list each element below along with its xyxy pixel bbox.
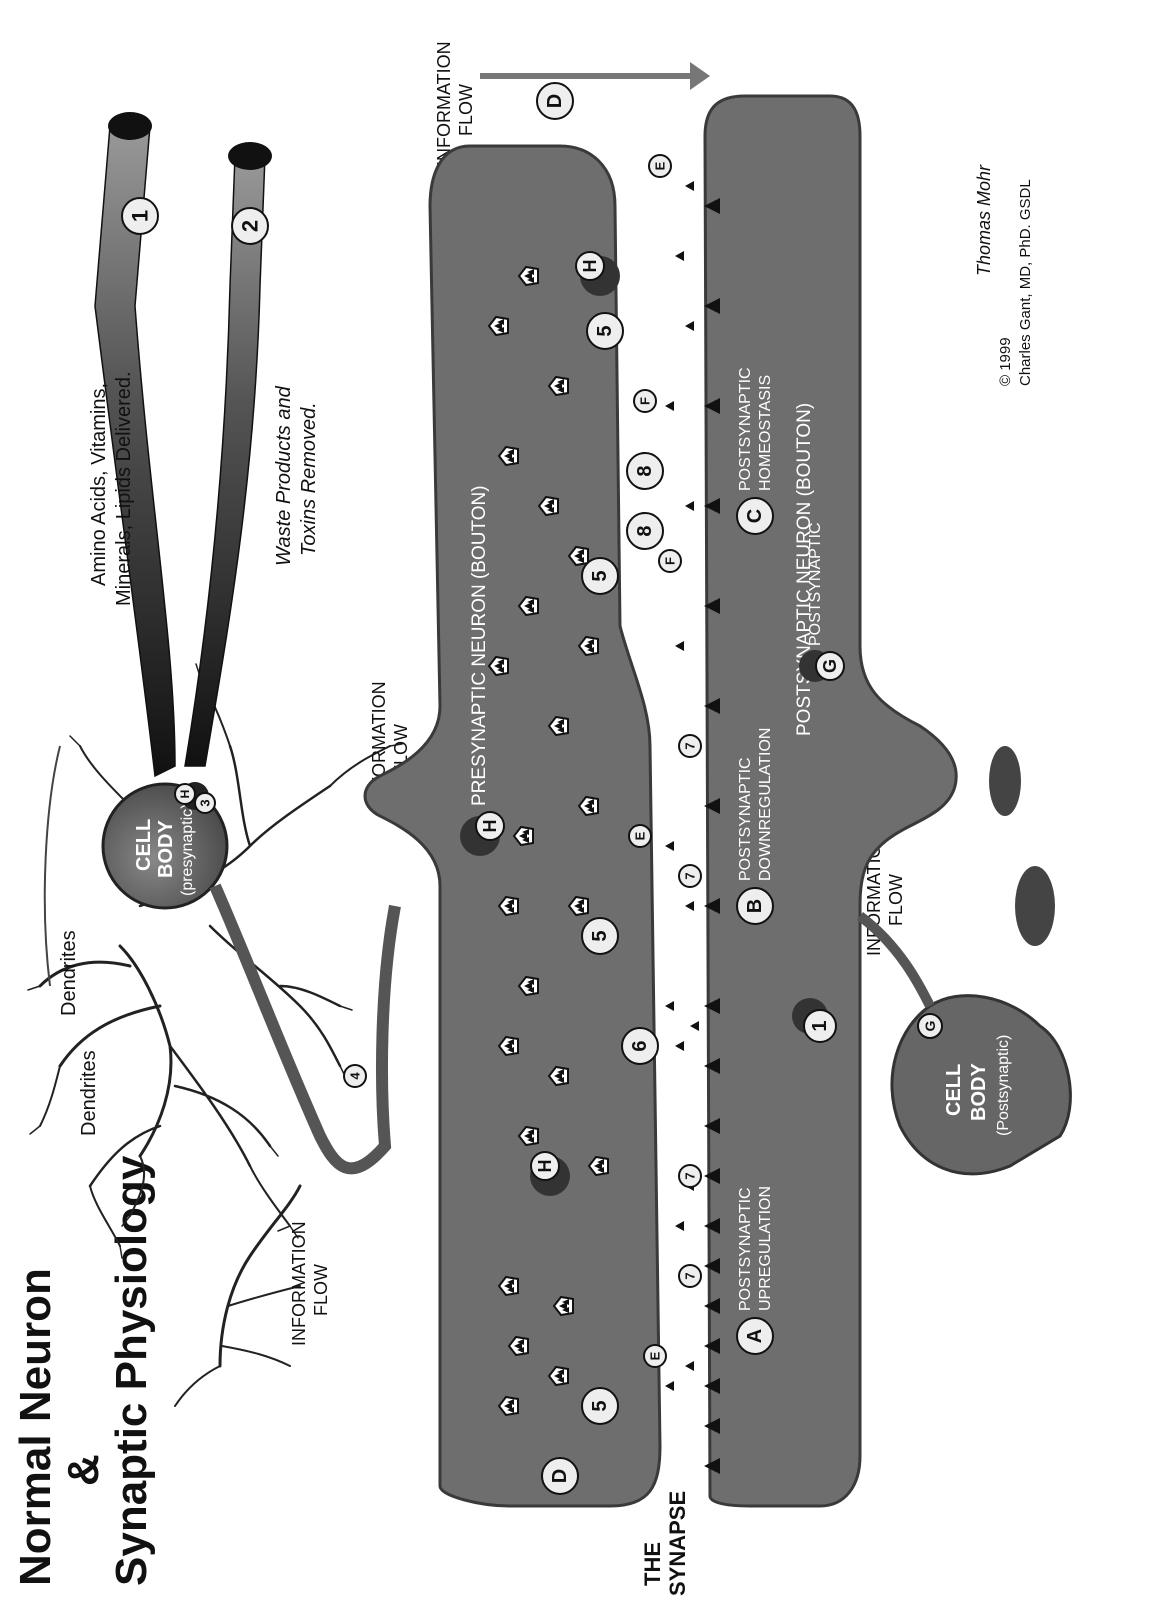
info-flow-1-l1: INFORMATION <box>289 1221 309 1346</box>
cell-body-pre-label-2: BODY <box>155 820 177 878</box>
neurotransmitter-molecules <box>665 181 699 1391</box>
waste-label-1: Waste Products and <box>273 385 295 566</box>
postsynaptic-dendrite-terminal-a <box>1015 866 1055 946</box>
cell-body-post-label-1: CELL <box>943 1064 965 1116</box>
marker-G-post-text: G <box>922 1020 938 1031</box>
title-ampersand: & <box>59 1454 108 1486</box>
label-B-1: POSTSYNAPTIC <box>737 757 754 881</box>
marker-7-d: 7 <box>683 742 698 749</box>
marker-D-left-text: D <box>549 1469 571 1483</box>
marker-8-a: 8 <box>634 525 656 536</box>
dendrites-left-label: Dendrites <box>78 1050 100 1136</box>
cell-body-post-label-2: BODY <box>968 1063 990 1121</box>
marker-B-text: B <box>744 899 766 913</box>
marker-7-a: 7 <box>683 1272 698 1279</box>
marker-7-c: 7 <box>683 872 698 879</box>
marker-C-text: C <box>744 509 766 523</box>
marker-5-c: 5 <box>589 570 611 581</box>
marker-F-b-text: F <box>638 397 653 405</box>
marker-F-a-text: F <box>663 557 678 565</box>
cell-body-post-label-3: (Postsynaptic) <box>995 1035 1012 1136</box>
title-line-3: Synaptic Physiology <box>107 1155 156 1586</box>
dendrites-top-label: Dendrites <box>58 930 80 1016</box>
label-A-2: UPREGULATION <box>757 1186 774 1311</box>
marker-3-text: 3 <box>198 799 213 806</box>
marker-H-b: H <box>480 820 500 833</box>
info-flow-1-l2: FLOW <box>311 1264 331 1316</box>
info-flow-4-l2: FLOW <box>886 874 906 926</box>
info-flow-3-l2: FLOW <box>456 84 476 136</box>
cell-body-pre-label-3: (presynaptic) <box>179 804 196 896</box>
credit-label: Charles Gant, MD, PhD. GSDL <box>1017 179 1034 386</box>
synapse-label-2: SYNAPSE <box>665 1491 690 1596</box>
marker-1-vessel-text: 1 <box>128 210 153 222</box>
marker-5-b: 5 <box>589 930 611 941</box>
waste-label-2: Toxins Removed. <box>298 402 320 556</box>
marker-5-a: 5 <box>589 1400 611 1411</box>
label-A-1: POSTSYNAPTIC <box>737 1187 754 1311</box>
synapse-label-1: THE <box>640 1542 665 1586</box>
info-flow-arrowhead-top <box>690 62 710 90</box>
marker-8-b: 8 <box>634 465 656 476</box>
label-G-1: POSTSYNAPTIC <box>807 522 824 646</box>
marker-H-a: H <box>535 1160 555 1173</box>
dendritic-tree-presynaptic <box>28 664 402 1406</box>
presynaptic-label: PRESYNAPTIC NEURON (BOUTON) <box>469 485 490 806</box>
info-flow-3-l1: INFORMATION <box>434 41 454 166</box>
marker-D-right-text: D <box>544 94 566 108</box>
marker-1-post-text: 1 <box>809 1020 831 1031</box>
marker-5-d: 5 <box>594 325 616 336</box>
axon-presynaptic <box>215 886 395 1168</box>
presynaptic-bouton <box>365 146 660 1506</box>
postsynaptic-axon <box>860 916 930 1006</box>
marker-G-text: G <box>820 659 840 673</box>
marker-2-vessel-text: 2 <box>238 220 263 232</box>
supply-label-2: Minerals, Lipids Delivered. <box>113 371 135 606</box>
cell-body-pre-label-1: CELL <box>133 819 155 871</box>
marker-E-c-text: E <box>653 161 668 170</box>
signature-label: Thomas Mohr <box>974 164 994 276</box>
title-line-1: Normal Neuron <box>11 1268 60 1586</box>
supply-label-1: Amino Acids, Vitamins, <box>88 383 110 586</box>
label-C-2: HOMEOSTASIS <box>757 375 774 491</box>
postsynaptic-dendrite-terminal-b <box>989 746 1021 816</box>
marker-E-b-text: E <box>633 831 648 840</box>
marker-H-c: H <box>580 260 600 273</box>
marker-A-text: A <box>744 1329 766 1343</box>
marker-6: 6 <box>629 1040 651 1051</box>
marker-H-cellbody-text: H <box>178 790 192 799</box>
marker-7-b: 7 <box>683 1172 698 1179</box>
label-C-1: POSTSYNAPTIC <box>737 367 754 491</box>
copyright-label: © 1999 <box>997 337 1014 386</box>
marker-E-a-text: E <box>648 1351 663 1360</box>
title-block: Normal Neuron & Synaptic Physiology <box>11 1155 156 1586</box>
marker-4-text: 4 <box>348 1072 363 1080</box>
label-B-2: DOWNREGULATION <box>757 728 774 881</box>
